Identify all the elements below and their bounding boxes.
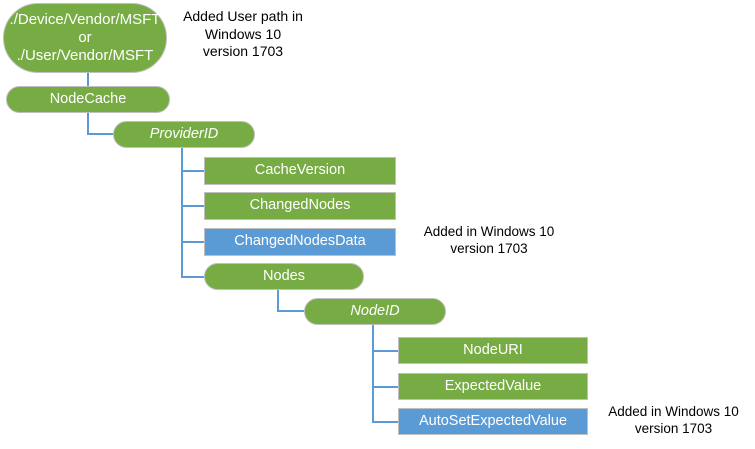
- node-nodes[interactable]: Nodes: [204, 263, 364, 290]
- annotation-root-user-path: Added User path in Windows 10 version 17…: [183, 8, 303, 60]
- connector-nodeid-to-expectedvalue: [372, 386, 399, 388]
- node-cacheversion[interactable]: CacheVersion: [204, 157, 396, 185]
- node-root[interactable]: ./Device/Vendor/MSFT or ./User/Vendor/MS…: [3, 3, 167, 73]
- connector-providerid-to-nodes: [181, 276, 206, 278]
- connector-root-to-nodecache: [87, 72, 89, 87]
- node-nodeid[interactable]: NodeID: [304, 298, 446, 325]
- connector-nodes-down: [277, 289, 279, 312]
- connector-providerid-trunk: [181, 147, 183, 277]
- connector-nodeid-to-autosetexpectedvalue: [372, 421, 399, 423]
- annotation-changednodesdata-added: Added in Windows 10 version 1703: [423, 224, 555, 256]
- connector-nodeid-to-nodeuri: [372, 350, 399, 352]
- connector-providerid-to-changednodesdata: [181, 241, 206, 243]
- connector-nodecache-down: [87, 112, 89, 135]
- connector-nodecache-to-providerid: [87, 133, 115, 135]
- annotation-autosetexpectedvalue-added: Added in Windows 10 version 1703: [608, 404, 739, 436]
- node-nodeuri[interactable]: NodeURI: [398, 337, 588, 364]
- node-changednodes[interactable]: ChangedNodes: [204, 192, 396, 220]
- connector-nodes-to-nodeid: [277, 310, 305, 312]
- node-providerid[interactable]: ProviderID: [113, 121, 255, 148]
- node-changednodesdata[interactable]: ChangedNodesData: [204, 228, 396, 256]
- connector-providerid-to-changednodes: [181, 205, 206, 207]
- node-autosetexpectedvalue[interactable]: AutoSetExpectedValue: [398, 408, 588, 435]
- node-nodecache[interactable]: NodeCache: [6, 86, 170, 113]
- connector-nodeid-trunk: [372, 325, 374, 422]
- node-expectedvalue[interactable]: ExpectedValue: [398, 373, 588, 400]
- connector-providerid-to-cacheversion: [181, 170, 206, 172]
